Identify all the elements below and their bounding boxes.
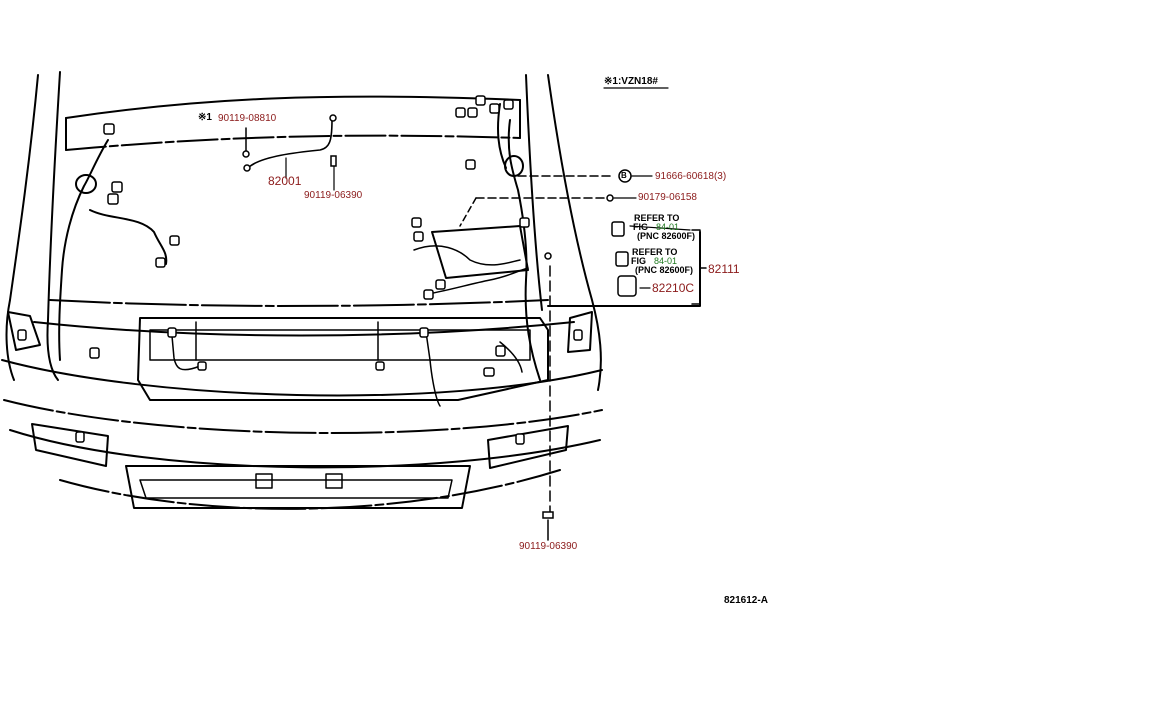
bolt-bottom-head	[542, 511, 554, 519]
bumper-tab-left	[255, 473, 273, 489]
connector-left-1	[103, 123, 115, 135]
right-fog-lamp	[487, 425, 569, 469]
connector-right-5	[503, 99, 514, 110]
variant-note: ※1:VZN18#	[604, 76, 658, 87]
part-link-82111[interactable]: 82111	[708, 262, 740, 276]
grille-inner	[149, 329, 531, 361]
relay-clip	[544, 252, 552, 260]
radiator-support	[49, 299, 549, 307]
bumper-lip-inner	[139, 479, 453, 499]
left-fender-outer	[5, 74, 39, 381]
connector-right-4	[489, 103, 500, 114]
refer-1-fig: FIG	[633, 222, 648, 232]
grille-bar	[195, 321, 379, 361]
grille-box	[137, 317, 549, 401]
connector-right-6	[465, 159, 476, 170]
connector-right-3	[475, 95, 486, 106]
connector-head-left	[17, 329, 27, 341]
refer-2-heading: REFER TO	[632, 247, 678, 257]
left-harness-branch	[89, 209, 168, 265]
part-link-grommet-b[interactable]: 91666-60618(3)	[655, 171, 727, 182]
connector-lamp-1	[89, 347, 100, 359]
refer-2-fig-link[interactable]: 84-01	[654, 256, 678, 266]
diagram-code: 821612-A	[724, 595, 768, 606]
connector-relay-1	[411, 217, 422, 228]
left-harness	[58, 139, 109, 361]
connector-fog-left	[75, 431, 85, 443]
connector-grille-2	[197, 361, 207, 371]
bolt-center-head	[330, 155, 337, 167]
grommet-letter: B	[621, 171, 627, 180]
grille-lead-1	[171, 335, 201, 371]
refer-1-heading: REFER TO	[634, 213, 680, 223]
bumper-low	[9, 429, 601, 469]
relay-harness	[413, 245, 521, 266]
left-grommet	[75, 174, 97, 194]
refer-icon-1	[611, 221, 625, 237]
bumper-top	[1, 359, 603, 397]
variant-mark: ※1	[198, 112, 212, 123]
connector-left-3	[107, 193, 119, 205]
right-fender-outer	[547, 74, 602, 391]
center-cable	[247, 119, 333, 169]
grommet-b-icon	[618, 169, 632, 183]
part-link-bottom-bolt[interactable]: 90119-06390	[519, 541, 578, 552]
connector-left-4	[155, 257, 166, 268]
grille-top	[33, 321, 575, 337]
leader-clip-drop	[459, 197, 477, 227]
refer-icon-2	[615, 251, 629, 267]
connector-right-1	[455, 107, 466, 118]
bolt-top-head	[242, 150, 250, 158]
connector-grille-4	[419, 327, 429, 338]
grommet-82001-right	[329, 114, 337, 122]
right-grommet	[504, 155, 524, 177]
part-link-top-bolt[interactable]: 90119-08810	[218, 113, 277, 124]
connector-fog-right	[515, 433, 525, 445]
connector-relay-4	[435, 279, 446, 290]
connector-left-2	[111, 181, 123, 193]
left-headlamp	[7, 311, 41, 351]
right-headlamp	[567, 311, 593, 353]
right-fender-inner	[525, 74, 543, 311]
part-link-82001[interactable]: 82001	[268, 174, 302, 188]
right-harness	[507, 119, 541, 381]
connector-grille-3	[375, 361, 385, 371]
bumper-lip	[125, 465, 471, 509]
firewall-top	[65, 95, 521, 119]
clip-symbol	[606, 194, 614, 202]
connector-head-right	[573, 329, 583, 341]
connector-relay-2	[413, 231, 424, 242]
connector-left-5	[169, 235, 180, 246]
connector-grille-1	[167, 327, 177, 338]
left-fender-inner	[46, 71, 61, 381]
bumper-tab-right	[325, 473, 343, 489]
bumper-mid	[3, 399, 603, 434]
part-link-center-bolt[interactable]: 90119-06390	[304, 190, 363, 201]
firewall-lower	[65, 134, 521, 151]
part-link-82210c[interactable]: 82210C	[652, 281, 695, 295]
part-link-clip[interactable]: 90179-06158	[638, 192, 697, 203]
relay-harness-2	[427, 267, 529, 295]
leader-refer1	[629, 225, 691, 231]
relay-block	[431, 225, 529, 279]
grille-lead-2	[425, 331, 441, 407]
connector-relay-5	[519, 217, 530, 228]
connector-relay-3	[423, 289, 434, 300]
refer-1-fig-link[interactable]: 84-01	[656, 222, 680, 232]
refer-2-pnc: (PNC 82600F)	[635, 265, 694, 275]
connector-lamp-2	[495, 345, 506, 357]
refer-1-pnc: (PNC 82600F)	[637, 231, 696, 241]
connector-lamp-3	[483, 367, 495, 377]
bumper-bottom	[59, 469, 561, 510]
connector-82210c	[617, 275, 637, 297]
right-harness-b	[497, 103, 507, 169]
grille-lead-3	[499, 341, 523, 373]
bracket-82111	[691, 229, 707, 305]
grommet-82001-left	[243, 164, 251, 172]
refer-2-fig: FIG	[631, 256, 646, 266]
connector-right-2	[467, 107, 478, 118]
